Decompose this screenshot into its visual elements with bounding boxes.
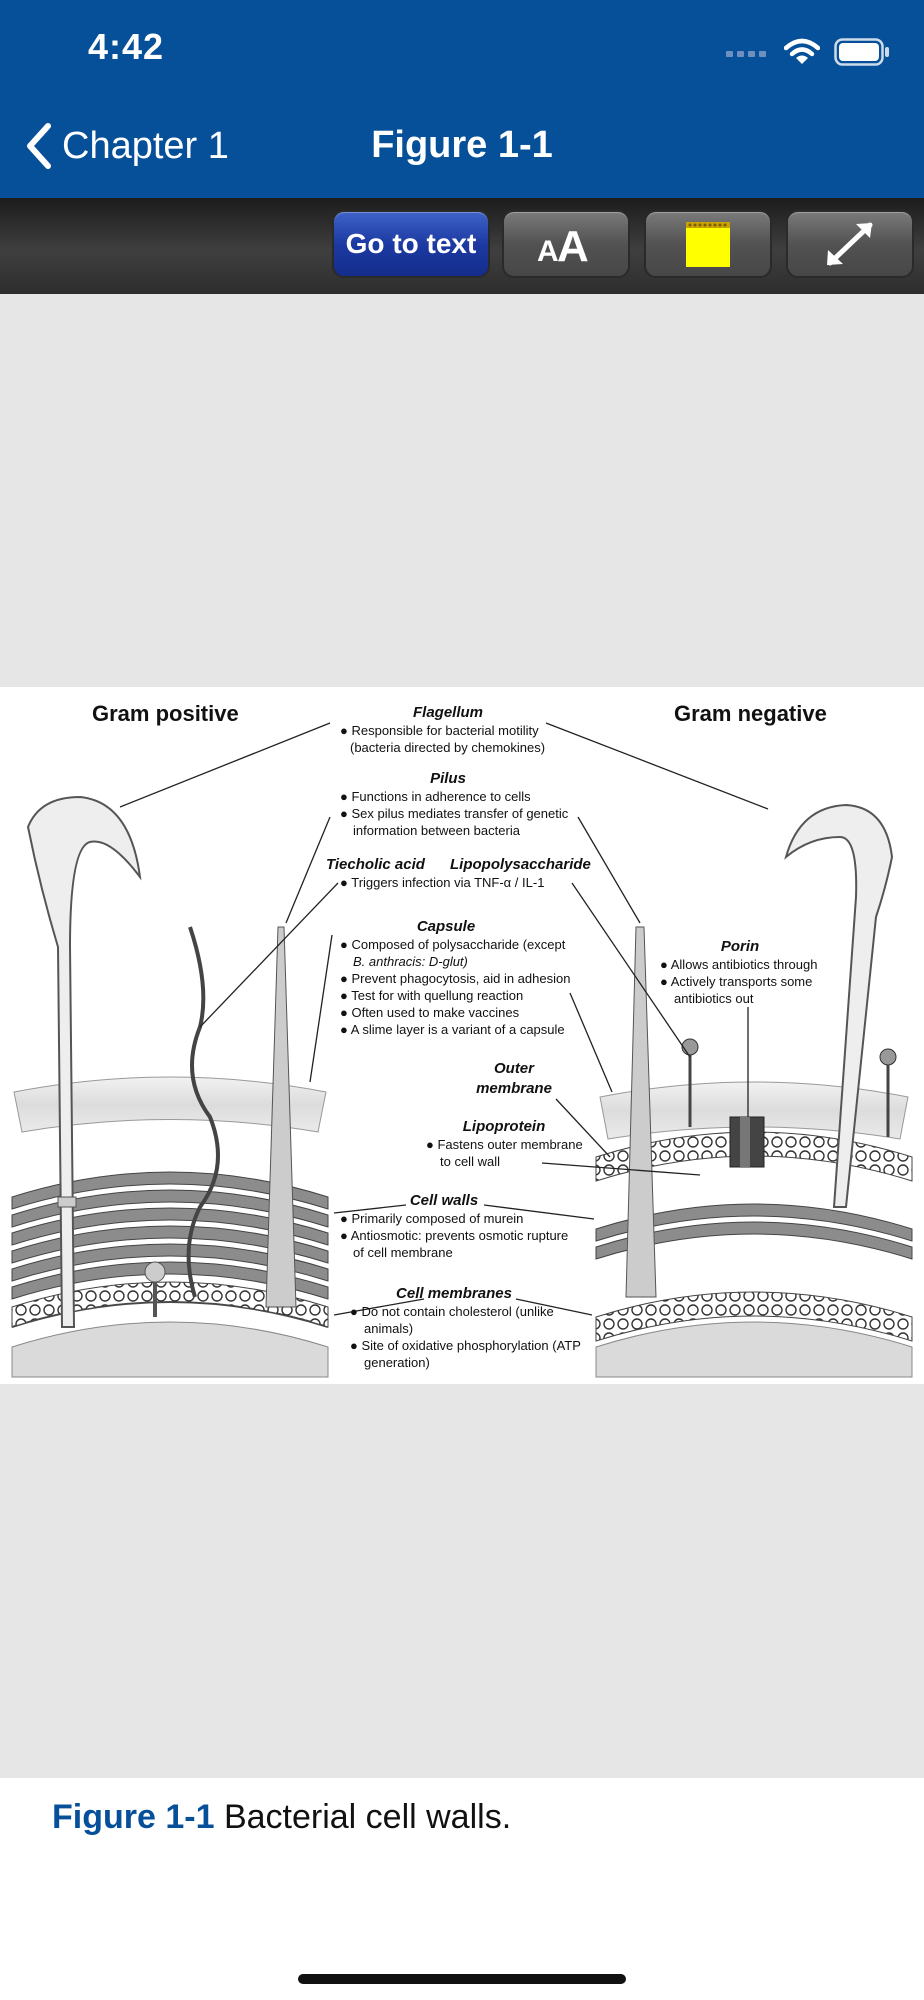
- back-button[interactable]: Chapter 1: [24, 122, 229, 170]
- porin-bullet-2: ● Actively transports some: [660, 974, 812, 989]
- gram-negative-heading: Gram negative: [674, 701, 827, 726]
- lipoprotein-bullet-1: ● Fastens outer membrane: [426, 1137, 583, 1152]
- gram-positive-structure: [11, 795, 329, 1378]
- bacterial-cell-wall-diagram: Gram positive Gram negative Flagellum ● …: [11, 701, 913, 1378]
- expand-icon: [827, 222, 873, 266]
- caption-area: Figure 1-1 Bacterial cell walls.: [0, 1778, 924, 2000]
- tiecholic-bullet-1: ● Triggers infection via TNF-α / IL-1: [340, 875, 544, 890]
- cell-membranes-line-4: generation): [364, 1355, 430, 1370]
- cell-membranes-title: Cell membranes: [396, 1285, 512, 1302]
- font-size-icon: A A: [537, 222, 589, 269]
- porin-line-3: antibiotics out: [674, 991, 754, 1006]
- lipoprotein-title: Lipoprotein: [463, 1118, 546, 1135]
- caption-text: Bacterial cell walls.: [223, 1798, 512, 1836]
- status-icons: [726, 32, 890, 72]
- go-to-text-button[interactable]: Go to text: [332, 210, 490, 278]
- back-label: Chapter 1: [62, 124, 229, 167]
- pilus-title: Pilus: [430, 770, 466, 787]
- lps-title: Lipopolysaccharide: [450, 856, 591, 873]
- cell-membranes-line-2: animals): [364, 1321, 413, 1336]
- chevron-left-icon: [27, 123, 51, 169]
- go-to-text-label: Go to text: [345, 228, 477, 259]
- pilus-bullet-1: ● Functions in adherence to cells: [340, 789, 531, 804]
- battery-icon: [834, 38, 889, 66]
- figure-caption: Figure 1-1 Bacterial cell walls.: [52, 1798, 511, 1837]
- capsule-title: Capsule: [417, 918, 475, 935]
- status-time: 4:42: [88, 26, 165, 67]
- tiecholic-title: Tiecholic acid: [326, 856, 426, 873]
- leader-lines: [119, 722, 769, 1316]
- caption-figure-label: Figure 1-1: [52, 1798, 215, 1836]
- status-bar: 4:42: [0, 0, 924, 100]
- flagellum-title: Flagellum: [413, 704, 483, 721]
- font-size-button[interactable]: A A: [502, 210, 630, 278]
- cell-membranes-bullet-3: ● Site of oxidative phosphorylation (ATP: [350, 1338, 581, 1353]
- svg-text:A: A: [537, 235, 559, 268]
- page-title: Figure 1-1: [371, 124, 553, 166]
- navigation-bar: Chapter 1 Figure 1-1: [0, 100, 924, 198]
- cell-membranes-bullet-1: ● Do not contain cholesterol (unlike: [350, 1304, 554, 1319]
- wifi-icon: [784, 38, 820, 64]
- capsule-bullet-1: ● Composed of polysaccharide (except: [340, 937, 566, 952]
- flagellum-line-2: (bacteria directed by chemokines): [350, 740, 545, 755]
- figure-image: Gram positive Gram negative Flagellum ● …: [0, 687, 924, 1384]
- porin-title: Porin: [721, 938, 759, 955]
- cell-walls-line-3: of cell membrane: [353, 1245, 453, 1260]
- capsule-bullet-4: ● Test for with quellung reaction: [340, 988, 523, 1003]
- lipoprotein-line-2: to cell wall: [440, 1154, 500, 1169]
- cell-walls-title: Cell walls: [410, 1192, 478, 1209]
- fullscreen-button[interactable]: [786, 210, 914, 278]
- outer-membrane-title-2: membrane: [476, 1080, 552, 1097]
- cell-walls-bullet-1: ● Primarily composed of murein: [340, 1211, 523, 1226]
- svg-text:A: A: [557, 222, 589, 269]
- gram-positive-heading: Gram positive: [92, 701, 239, 726]
- sticky-note-icon: [686, 222, 730, 267]
- capsule-bullet-6: ● A slime layer is a variant of a capsul…: [340, 1022, 565, 1037]
- porin-bullet-1: ● Allows antibiotics through: [660, 957, 817, 972]
- capsule-bullet-3: ● Prevent phagocytosis, aid in adhesion: [340, 971, 570, 986]
- flagellum-bullet-1: ● Responsible for bacterial motility: [340, 723, 539, 738]
- cell-walls-bullet-2: ● Antiosmotic: prevents osmotic rupture: [340, 1228, 568, 1243]
- capsule-line-2: B. anthracis: D-glut): [353, 954, 468, 969]
- home-indicator[interactable]: [298, 1974, 626, 1984]
- figure-toolbar: Go to text A A: [0, 198, 924, 294]
- figure-labels: Gram positive Gram negative Flagellum ● …: [92, 701, 827, 1370]
- outer-membrane-title-1: Outer: [494, 1060, 535, 1077]
- pilus-bullet-2: ● Sex pilus mediates transfer of genetic: [340, 806, 569, 821]
- gram-negative-structure: [595, 803, 913, 1378]
- pilus-line-3: information between bacteria: [353, 823, 521, 838]
- note-button[interactable]: [644, 210, 772, 278]
- figure-canvas[interactable]: Gram positive Gram negative Flagellum ● …: [0, 294, 924, 1778]
- cellular-signal-icon: [726, 51, 766, 57]
- capsule-bullet-5: ● Often used to make vaccines: [340, 1005, 520, 1020]
